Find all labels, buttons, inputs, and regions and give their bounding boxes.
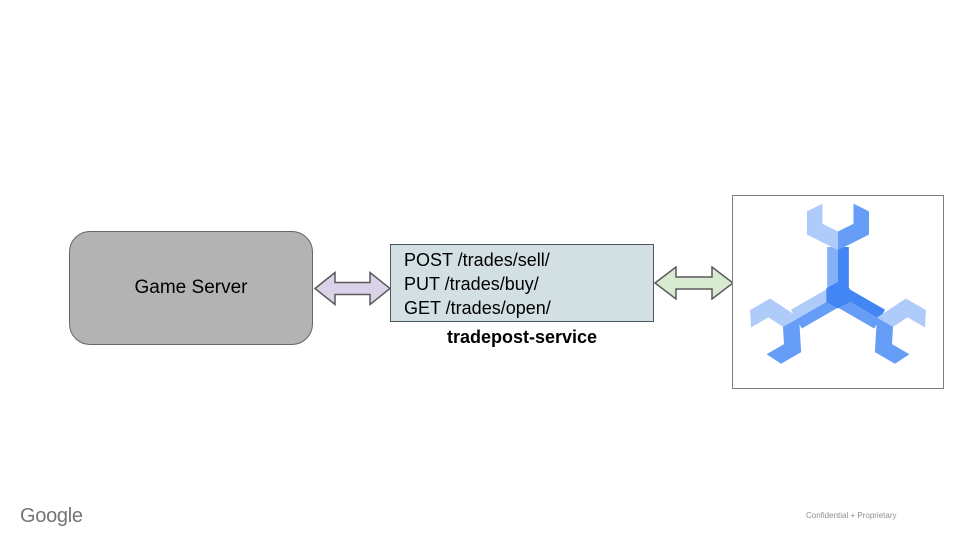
google-logo: Google	[20, 505, 83, 527]
tradepost-service-node: POST /trades/sell/ PUT /trades/buy/ GET …	[390, 244, 654, 322]
database-node	[732, 195, 944, 389]
cloud-spanner-icon	[750, 203, 926, 364]
confidential-note: Confidential + Proprietary	[806, 511, 897, 520]
game-server-node: Game Server	[69, 231, 313, 345]
endpoint-line: PUT /trades/buy/	[404, 274, 539, 294]
double-arrow-tradepost-database	[654, 266, 734, 300]
endpoint-line: GET /trades/open/	[404, 298, 551, 318]
endpoint-line: POST /trades/sell/	[404, 250, 550, 270]
tradepost-service-label: tradepost-service	[446, 327, 598, 347]
game-server-label: Game Server	[134, 277, 248, 298]
double-arrow-shape	[654, 266, 734, 300]
double-arrow-game-tradepost	[314, 271, 391, 306]
double-arrow-shape	[314, 271, 391, 306]
